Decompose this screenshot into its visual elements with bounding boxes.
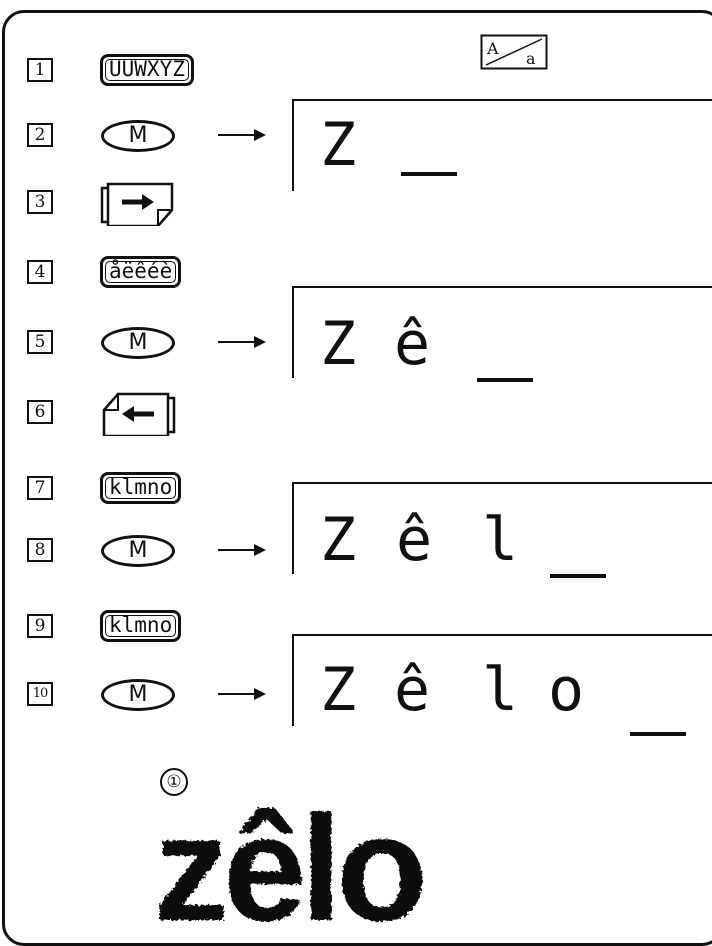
step-1: 1 UUWXYZ (0, 50, 712, 100)
text-cursor (477, 378, 533, 382)
step-number: 3 (27, 190, 53, 214)
step-number: 10 (27, 682, 53, 706)
right-arrow-icon (218, 334, 266, 350)
text-cursor (630, 732, 686, 736)
right-arrow-icon (218, 127, 266, 143)
embroidered-result: zêlo (150, 760, 530, 930)
display-char: ê (394, 660, 430, 720)
memory-key[interactable]: M (101, 327, 175, 359)
display-char: ê (394, 314, 430, 374)
memory-key[interactable]: M (101, 679, 175, 711)
accent-key-e[interactable]: åëêéè (100, 256, 181, 288)
display-char: Z (320, 314, 356, 374)
memory-key[interactable]: M (101, 535, 175, 567)
letter-key-uvwxyz[interactable]: UUWXYZ (100, 54, 194, 86)
step-number: 4 (27, 260, 53, 284)
right-arrow-icon (218, 542, 266, 558)
lcd-display-3: Z ê l (292, 482, 712, 574)
letter-key-klmno[interactable]: klmno (100, 610, 181, 642)
letter-key-klmno[interactable]: klmno (100, 472, 181, 504)
text-cursor (401, 172, 457, 176)
step-6: 6 (0, 392, 712, 442)
step-number: 5 (27, 330, 53, 354)
display-char: Z (320, 510, 356, 570)
result-word: zêlo (154, 784, 422, 930)
display-char: Z (320, 660, 356, 720)
lcd-display-1: Z (292, 99, 712, 191)
display-char: l (482, 510, 518, 570)
text-cursor (550, 574, 606, 578)
lcd-display-2: Z ê (292, 286, 712, 378)
display-char: Z (320, 115, 356, 175)
display-char: o (548, 660, 584, 720)
step-number: 8 (27, 538, 53, 562)
step-number: 9 (27, 614, 53, 638)
right-arrow-icon (218, 686, 266, 702)
step-number: 7 (27, 476, 53, 500)
step-number: 1 (27, 58, 53, 82)
lcd-display-4: Z ê l o (292, 634, 712, 726)
step-number: 2 (27, 123, 53, 147)
step-number: 6 (27, 400, 53, 424)
page-forward-key-icon[interactable] (100, 182, 176, 226)
display-char: l (482, 660, 518, 720)
page-back-key-icon[interactable] (100, 392, 176, 436)
display-char: ê (396, 510, 432, 570)
memory-key[interactable]: M (101, 120, 175, 152)
